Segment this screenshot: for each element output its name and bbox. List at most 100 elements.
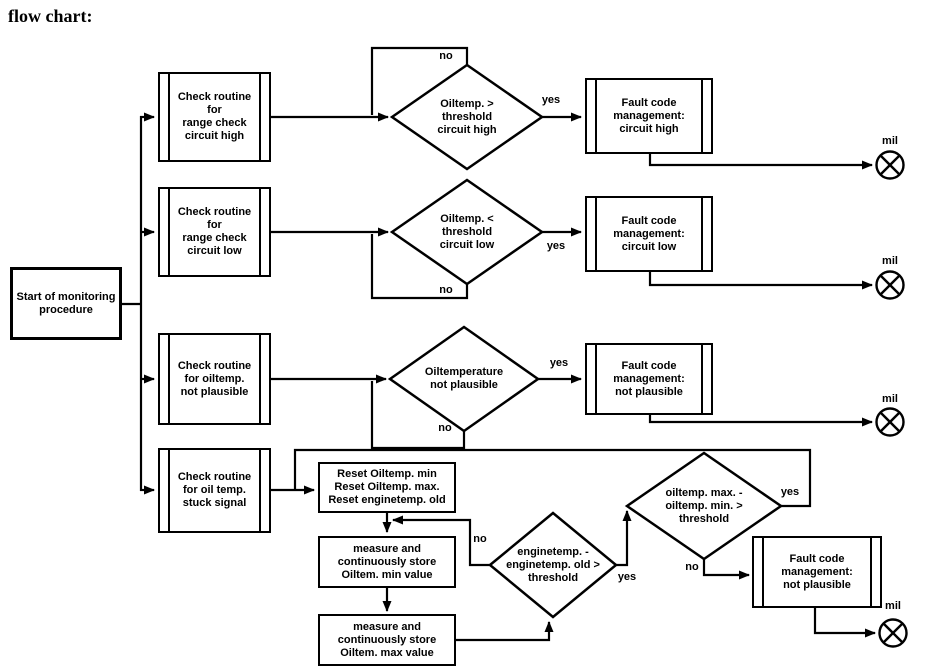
text-line: Fault code	[789, 552, 845, 565]
text-line: circuit high	[184, 130, 245, 142]
loop-no-decision2	[370, 234, 469, 300]
text-line: circuit low	[621, 240, 677, 253]
text-line: range check	[182, 117, 247, 129]
text-line: management:	[781, 565, 853, 578]
no-label: no	[473, 533, 487, 545]
text-line: for	[207, 104, 222, 116]
double-bar-right	[701, 345, 703, 413]
fault-code-not-plausible-stuck: Fault code management: not plausible	[752, 536, 882, 608]
text-line: not plausible	[180, 385, 249, 398]
text-line: not plausible	[430, 379, 498, 391]
text-line: measure and	[353, 620, 421, 633]
decision-oiltemp-range-text: oiltemp. max. - oiltemp. min. > threshol…	[634, 486, 774, 526]
check-routine-circuit-low: Check routine for range check circuit lo…	[158, 187, 271, 277]
check-routine-circuit-high: Check routine for range check circuit hi…	[158, 72, 271, 162]
yes-label: yes	[541, 94, 561, 106]
yes-label: yes	[617, 571, 637, 583]
text-line: stuck signal	[182, 497, 247, 509]
text-line: Oiltemp. >	[440, 97, 494, 110]
text-line: circuit low	[439, 238, 495, 251]
decision-oiltemp-range-diamond	[624, 451, 784, 561]
mil-label: mil	[885, 600, 901, 612]
double-bar-left	[762, 538, 764, 606]
text-line: threshold	[678, 512, 730, 525]
no-label: no	[685, 561, 699, 573]
text-line: Reset Oiltemp. min	[337, 468, 437, 480]
text-line: not plausible	[783, 578, 851, 591]
double-bar-left	[168, 74, 170, 160]
mil-lamp-icon	[875, 150, 905, 180]
text-line: Oiltemp. <	[440, 212, 494, 225]
decision-circuit-high-diamond	[389, 63, 545, 171]
mil-lamp-icon	[875, 407, 905, 437]
reset-values-box: Reset Oiltemp. min Reset Oiltemp. max. R…	[318, 462, 456, 513]
loop-no-decision4-measuremin	[392, 515, 490, 567]
mil-label: mil	[882, 393, 898, 405]
text-line: range check	[182, 232, 247, 244]
check-routine-not-plausible: Check routine for oiltemp. not plausible	[158, 333, 271, 425]
double-bar-right	[259, 189, 261, 275]
loop-no-decision3	[370, 381, 466, 450]
text-line: management:	[613, 109, 685, 122]
connector-fault4-mil4	[813, 608, 876, 638]
double-bar-left	[168, 189, 170, 275]
double-bar-left	[595, 345, 597, 413]
decision-not-plausible-diamond	[387, 325, 541, 433]
decision-circuit-high-text: Oiltemp. > threshold circuit high	[402, 92, 532, 142]
connector-yes-decision4-decision5	[616, 510, 632, 567]
text-line: circuit high	[619, 122, 679, 135]
mil-lamp-icon	[878, 618, 908, 648]
start-node: Start of monitoring procedure	[10, 267, 122, 340]
double-bar-right	[701, 198, 703, 270]
text-line: for oil temp.	[183, 484, 246, 496]
text-line: threshold	[441, 225, 493, 238]
double-bar-left	[595, 80, 597, 152]
text-line: Fault code	[621, 214, 677, 227]
yes-label: yes	[549, 357, 569, 369]
fault-code-not-plausible: Fault code management: not plausible	[585, 343, 713, 415]
text-line: Check routine	[177, 471, 252, 483]
page-title: flow chart:	[8, 6, 93, 26]
text-line: Oiltemperature	[424, 366, 504, 378]
decision-enginetemp-diamond	[488, 511, 618, 619]
double-bar-left	[168, 450, 170, 531]
no-label: no	[439, 284, 453, 296]
text-line: not plausible	[615, 385, 683, 398]
check-routine-stuck-signal: Check routine for oil temp. stuck signal	[158, 448, 271, 533]
text-line: for	[207, 219, 222, 231]
measure-max-box: measure and continuously store Oiltem. m…	[318, 614, 456, 666]
text-line: management:	[613, 372, 685, 385]
text-line: circuit high	[437, 123, 497, 136]
connector-fault2-mil2	[648, 272, 873, 290]
connectors	[122, 46, 876, 642]
text-line: Fault code	[621, 96, 677, 109]
loop-yes-decision5-reset	[293, 448, 812, 508]
text-line: Start of monitoring	[16, 290, 116, 303]
text-line: Fault code	[621, 359, 677, 372]
text-line: continuously store	[337, 555, 437, 568]
double-bar-right	[259, 74, 261, 160]
text-line: enginetemp. old >	[506, 558, 600, 571]
text-line: threshold	[441, 110, 493, 123]
text-line: Reset enginetemp. old	[328, 494, 446, 506]
text-line: Check routine	[177, 359, 252, 372]
decision-enginetemp-text: enginetemp. - enginetemp. old > threshol…	[483, 545, 623, 585]
double-bar-right	[870, 538, 872, 606]
connector-fault1-mil1	[648, 154, 873, 170]
text-line: management:	[613, 227, 685, 240]
text-line: Reset Oiltemp. max.	[334, 481, 440, 493]
double-bar-left	[595, 198, 597, 270]
text-line: oiltemp. max. -	[665, 486, 743, 499]
measure-min-box: measure and continuously store Oiltem. m…	[318, 536, 456, 588]
fault-code-circuit-low: Fault code management: circuit low	[585, 196, 713, 272]
no-label: no	[439, 50, 453, 62]
text-line: Check routine	[177, 91, 252, 103]
connector-fault3-mil3	[648, 415, 873, 427]
decision-not-plausible-text: Oiltemperature not plausible	[399, 366, 529, 392]
double-bar-right	[259, 450, 261, 531]
decision-diamonds	[387, 63, 784, 619]
decision-circuit-low-text: Oiltemp. < threshold circuit low	[402, 207, 532, 257]
yes-label: yes	[780, 486, 800, 498]
